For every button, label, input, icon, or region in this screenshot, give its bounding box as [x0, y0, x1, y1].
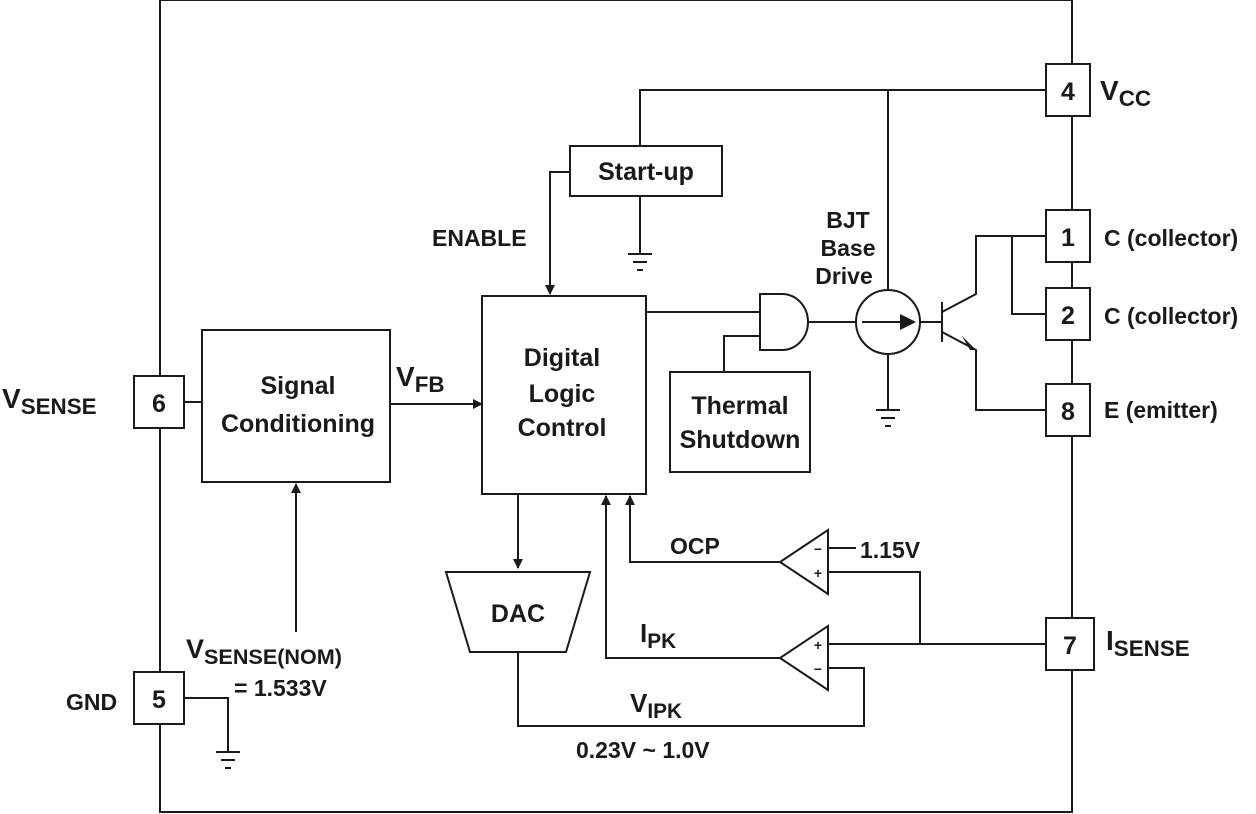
ground-symbol-gnd-pin [216, 751, 240, 769]
wires [184, 60, 1073, 752]
digital-logic-line2: Logic [529, 380, 596, 408]
pin-e: 8 [1045, 383, 1091, 437]
label-c1: C (collector) [1104, 225, 1238, 251]
pin-e-number: 8 [1061, 398, 1075, 426]
label-vipk: VIPK [630, 688, 682, 723]
ocp-comp-minus: − [814, 541, 822, 557]
pin-vsense-number: 6 [152, 390, 166, 418]
dac-block: DAC [444, 571, 592, 653]
label-vsense-nom-value: = 1.533V [234, 675, 327, 701]
label-c2: C (collector) [1104, 303, 1238, 329]
digital-logic-line1: Digital [524, 344, 600, 372]
pin-c2: 2 [1045, 287, 1091, 341]
pin-c2-number: 2 [1061, 302, 1075, 330]
label-ipk: IPK [640, 618, 676, 653]
pin-vcc-number: 4 [1061, 78, 1075, 106]
label-vipk-range: 0.23V ~ 1.0V [576, 737, 710, 763]
label-vsense-nom: VSENSE(NOM) [186, 634, 342, 669]
label-gnd: GND [66, 689, 117, 715]
and-gate [759, 293, 809, 351]
pin-gnd: 5 [133, 671, 185, 725]
ipk-comp-minus: − [814, 661, 822, 677]
thermal-line1: Thermal [691, 392, 788, 420]
digital-logic-line3: Control [518, 414, 607, 442]
pin-isense: 7 [1045, 617, 1095, 671]
signal-conditioning-line2: Conditioning [221, 410, 375, 438]
signal-conditioning-line1: Signal [260, 372, 335, 400]
pin-vsense: 6 [133, 375, 185, 429]
label-vcc: VCC [1100, 75, 1151, 111]
bjt-drive-line2: Base [821, 235, 876, 261]
label-e: E (emitter) [1104, 397, 1218, 423]
ipk-comp-plus: + [814, 637, 822, 653]
signal-conditioning-block: Signal Conditioning [201, 329, 391, 483]
pin-isense-number: 7 [1063, 632, 1077, 660]
pin-gnd-number: 5 [152, 686, 166, 714]
label-ocp: OCP [670, 533, 720, 559]
label-vfb: VFB [396, 361, 445, 397]
ipk-comparator: + − [778, 624, 829, 692]
bjt-drive-line3: Drive [815, 263, 873, 289]
pin-c1-number: 1 [1061, 224, 1075, 252]
pin-c1: 1 [1045, 209, 1091, 263]
label-ocp-ref: 1.15V [860, 537, 921, 563]
startup-label: Start-up [598, 158, 694, 186]
label-enable: ENABLE [432, 225, 527, 251]
bjt-base-drive: BJT Base Drive [815, 207, 921, 355]
pin-vcc: 4 [1045, 63, 1091, 117]
digital-logic-block: Digital Logic Control [481, 295, 647, 495]
ocp-comp-plus: + [814, 565, 822, 581]
bjt-drive-line1: BJT [826, 207, 869, 233]
thermal-shutdown-block: Thermal Shutdown [669, 371, 811, 473]
label-vsense: VSENSE [2, 383, 97, 419]
label-isense: ISENSE [1106, 625, 1190, 661]
dac-label: DAC [491, 600, 545, 628]
ground-symbol-startup [628, 253, 652, 271]
ocp-comparator: − + [778, 528, 829, 596]
ground-symbol-drive [876, 409, 900, 427]
startup-block: Start-up [569, 145, 723, 197]
thermal-line2: Shutdown [680, 426, 801, 454]
